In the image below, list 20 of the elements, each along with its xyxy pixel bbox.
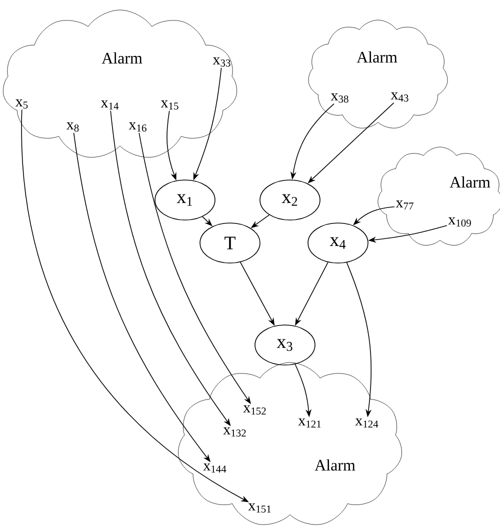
variable-label: x$_{124}$ xyxy=(355,418,378,428)
variable-label: x$_{14}$ xyxy=(100,100,119,110)
variable-label: x$_{33}$ xyxy=(212,57,230,67)
cloud-label: Alarm xyxy=(450,176,490,188)
cloud-label: Alarm xyxy=(314,459,356,471)
variable-label: x$_{8}$ xyxy=(66,122,79,132)
variable-label: x$_{132}$ xyxy=(223,427,246,437)
variable-label: x$_{151}$ xyxy=(248,503,271,513)
variable-label: x$_{43}$ xyxy=(390,92,408,102)
variable-label: x$_{38}$ xyxy=(330,93,348,103)
variable-label: x$_{144}$ xyxy=(203,463,226,473)
variable-label: x$_{15}$ xyxy=(160,100,178,110)
cloud-label: Alarm xyxy=(356,51,398,63)
variable-label: x$_{109}$ xyxy=(448,217,471,227)
variable-label: x$_{5}$ xyxy=(16,99,28,109)
variable-label: x$_{152}$ xyxy=(243,405,266,415)
variable-label: x$_{16}$ xyxy=(128,122,146,132)
variable-label: x$_{77}$ xyxy=(396,200,414,210)
cloud-label: Alarm xyxy=(102,52,142,64)
variable-label: x$_{121}$ xyxy=(298,418,321,428)
